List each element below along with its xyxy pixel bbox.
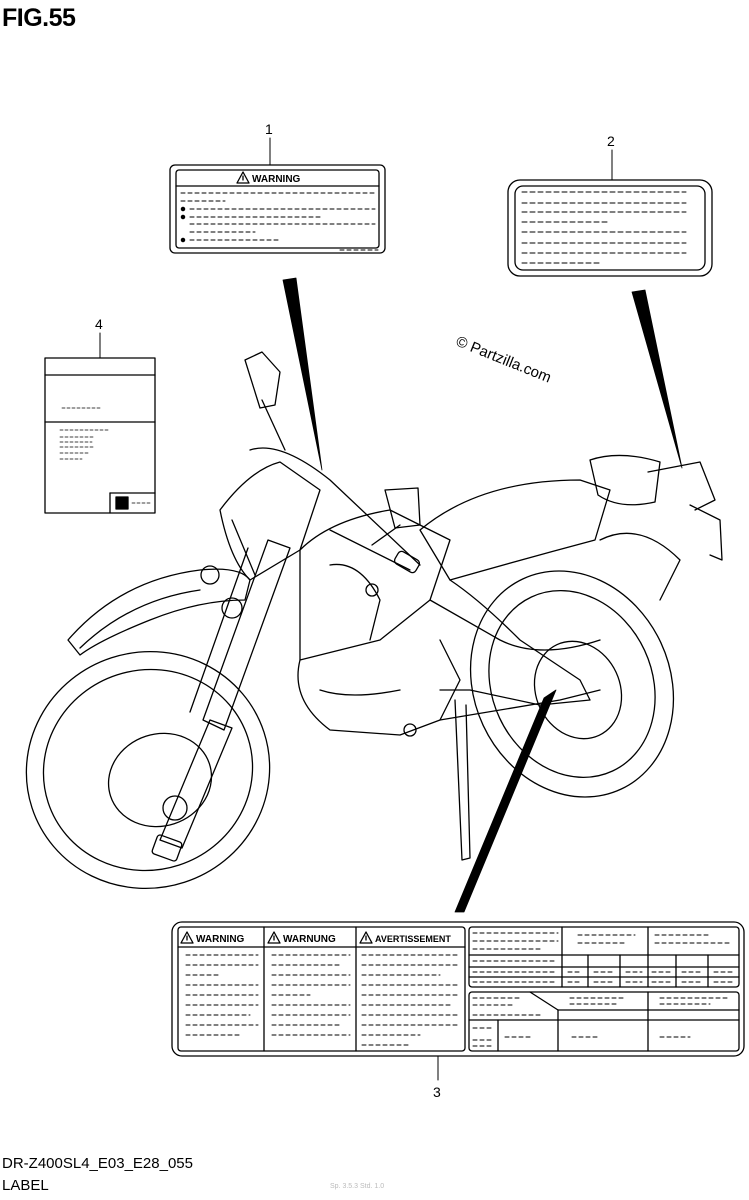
figure-title: FIG.55: [2, 4, 76, 32]
warning-triangle-icon: [180, 931, 194, 944]
leader-lines: [99, 137, 613, 1081]
callout-3[interactable]: 3: [433, 1084, 441, 1100]
footer-watermark: Sp. 3.5.3 Std. 1.0: [330, 1183, 385, 1190]
pointer-wedges: [282, 277, 683, 913]
brand-logo-icon: [115, 496, 129, 510]
copyright-watermark: © Partzilla.com: [454, 333, 554, 387]
info-label-part-2[interactable]: [507, 179, 713, 277]
motorcycle-illustration: [25, 351, 723, 890]
model-code: DR-Z400SL4_E03_E28_055: [2, 1155, 193, 1172]
manual-label-part-4[interactable]: [44, 357, 156, 514]
warning-triangle-icon: [267, 931, 281, 944]
combined-label-heading-fr: AVERTISSEMENT: [375, 934, 451, 944]
warning-label-heading: WARNING: [252, 174, 301, 185]
callout-1[interactable]: 1: [265, 121, 273, 137]
combined-warning-label-part-3[interactable]: [171, 921, 745, 1057]
warning-label-part-1[interactable]: [169, 164, 386, 254]
section-label: LABEL: [2, 1177, 49, 1194]
warning-triangle-icon: [236, 171, 250, 184]
combined-label-heading-de: WARNUNG: [283, 934, 336, 945]
warning-triangle-icon: [359, 931, 373, 944]
callout-4[interactable]: 4: [95, 316, 103, 332]
callout-2[interactable]: 2: [607, 133, 615, 149]
combined-label-heading-en: WARNING: [196, 934, 245, 945]
